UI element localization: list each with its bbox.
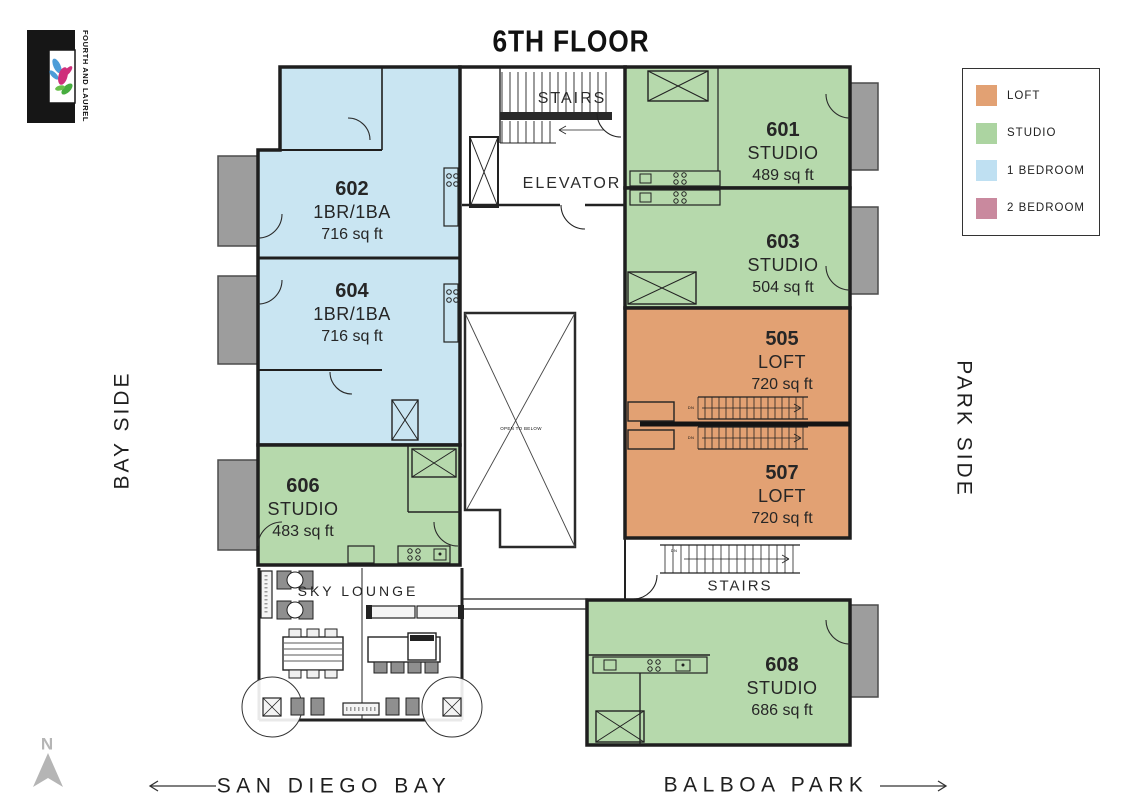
elevator-label: ELEVATOR — [522, 175, 622, 192]
west-arrow-icon — [148, 780, 216, 792]
balcony-606 — [217, 459, 259, 551]
dn-label: DN — [687, 435, 695, 440]
balcony-604 — [217, 275, 259, 365]
fourth-and-laurel-logo: FOURTH AND LAUREL — [27, 30, 90, 123]
unit-label-603: 603 STUDIO 504 sq ft — [747, 231, 818, 299]
unit-number: 603 — [766, 231, 800, 253]
balcony-601 — [849, 82, 879, 171]
legend-swatch-studio — [976, 122, 997, 144]
unit-area: 716 sq ft — [321, 328, 383, 345]
loft-stairs — [627, 396, 850, 450]
unit-label-602: 602 1BR/1BA 716 sq ft — [313, 178, 391, 246]
unit-label-601: 601 STUDIO 489 sq ft — [747, 119, 818, 187]
balboa-park-label: BALBOA PARK — [663, 773, 869, 797]
unit-number: 606 — [286, 475, 320, 497]
balcony-603 — [849, 206, 879, 295]
unit-type: 1BR/1BA — [313, 202, 391, 222]
unit-number: 505 — [765, 328, 799, 350]
unit-type: LOFT — [757, 352, 806, 372]
unit-number: 602 — [335, 178, 369, 200]
san-diego-bay-label: SAN DIEGO BAY — [216, 774, 452, 798]
door-arcs — [257, 93, 851, 645]
unit-area: 483 sq ft — [272, 523, 334, 540]
page-title: 6TH FLOOR — [492, 23, 650, 59]
unit-type: 1BR/1BA — [313, 304, 391, 324]
unit-602-604-region — [256, 65, 462, 447]
stair-run-bottom — [624, 538, 800, 600]
stair-core-top — [458, 65, 627, 230]
unit-area: 720 sq ft — [751, 510, 813, 527]
unit-label-608: 608 STUDIO 686 sq ft — [746, 654, 817, 722]
balcony-602 — [217, 155, 259, 247]
unit-type: STUDIO — [267, 499, 339, 519]
unit-area: 716 sq ft — [321, 226, 383, 243]
unit-label-505: 505 LOFT 720 sq ft — [751, 328, 812, 396]
north-arrow-icon — [33, 753, 63, 787]
lounge-chairs — [276, 570, 314, 620]
open-to-below-label: OPEN TO BELOW — [500, 425, 542, 431]
unit-area: 720 sq ft — [751, 376, 813, 393]
open-to-below-void — [463, 311, 577, 549]
legend-swatch-2bedroom — [976, 197, 997, 219]
dn-label: DN — [687, 405, 695, 410]
legend: LOFT STUDIO 1 BEDROOM 2 BEDROOM — [962, 68, 1100, 236]
legend-label-studio: STUDIO — [1007, 127, 1057, 140]
unit-label-604: 604 1BR/1BA 716 sq ft — [313, 280, 391, 348]
logo-monogram-icon — [27, 30, 76, 123]
legend-label-loft: LOFT — [1007, 89, 1041, 102]
unit-area: 489 sq ft — [752, 167, 814, 184]
unit-label-507: 507 LOFT 720 sq ft — [751, 462, 812, 530]
legend-swatch-1bedroom — [976, 160, 997, 182]
unit-type: LOFT — [757, 486, 806, 506]
sky-lounge-region — [241, 568, 588, 738]
unit-type: STUDIO — [747, 255, 819, 275]
dn-label: DN — [670, 548, 678, 553]
east-arrow-icon — [880, 780, 948, 792]
legend-row-loft: LOFT — [976, 85, 1099, 107]
legend-label-2bedroom: 2 BEDROOM — [1007, 202, 1086, 215]
legend-row-2bedroom: 2 BEDROOM — [976, 197, 1099, 219]
stairs-bottom-label: STAIRS — [707, 577, 773, 595]
stairs-top-label: STAIRS — [537, 90, 607, 107]
balcony-608 — [849, 604, 879, 698]
unit-number: 608 — [765, 654, 799, 676]
north-letter: N — [40, 734, 54, 754]
logo-botanical-icon — [49, 58, 73, 95]
legend-row-1bedroom: 1 BEDROOM — [976, 160, 1099, 182]
unit-area: 504 sq ft — [752, 279, 814, 296]
unit-number: 507 — [765, 462, 799, 484]
legend-row-studio: STUDIO — [976, 122, 1099, 144]
balconies — [217, 82, 879, 698]
umbrella-tables — [241, 676, 483, 738]
legend-label-1bedroom: 1 BEDROOM — [1007, 164, 1086, 177]
bay-side-label: BAY SIDE — [110, 370, 134, 490]
unit-area: 686 sq ft — [751, 702, 813, 719]
unit-606-region — [256, 443, 462, 567]
unit-type: STUDIO — [747, 143, 819, 163]
unit-number: 601 — [766, 119, 800, 141]
brand-name: FOURTH AND LAUREL — [81, 30, 90, 122]
unit-label-606: 606 STUDIO 483 sq ft — [267, 475, 338, 543]
unit-number: 604 — [335, 280, 369, 302]
unit-type: STUDIO — [746, 678, 818, 698]
legend-swatch-loft — [976, 85, 997, 107]
park-side-label: PARK SIDE — [952, 360, 976, 498]
sky-lounge-label: SKY LOUNGE — [297, 583, 419, 599]
